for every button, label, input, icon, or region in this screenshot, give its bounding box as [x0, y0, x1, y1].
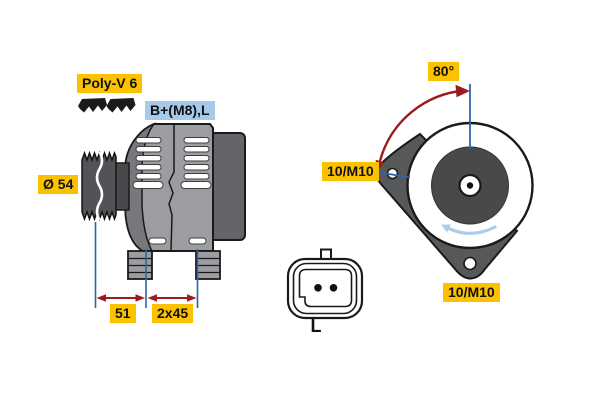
rotation-arrow-icon — [441, 224, 497, 235]
upper-mount-label: 10/M10 — [322, 162, 379, 181]
lower-mount-label: 10/M10 — [443, 283, 500, 302]
belt-type-label: Poly-V 6 — [77, 74, 143, 93]
alternator-side-view — [81, 122, 246, 280]
swing-angle-label: 80° — [428, 62, 460, 81]
connector-pin-1 — [314, 284, 322, 292]
belt-profile-icon — [78, 98, 136, 113]
dimension-arrow-icon — [96, 294, 197, 302]
pulley-diameter-label: Ø 54 — [38, 175, 79, 194]
connector-diagram — [286, 248, 364, 320]
alternator-rear-view — [374, 84, 534, 280]
pulley-break-line — [95, 151, 104, 221]
lower-mount-hole — [463, 256, 477, 271]
dimension-lines — [94, 222, 199, 308]
terminal-label: B+(M8),L — [145, 101, 215, 120]
parting-line — [168, 124, 175, 252]
connector-inner-shell — [292, 262, 358, 315]
dimension-label-2x45: 2x45 — [152, 304, 194, 323]
dimension-label-51: 51 — [110, 304, 136, 323]
connector-pin-label: L — [310, 316, 322, 336]
ear-reference-line — [376, 171, 411, 179]
connector-pin-2 — [329, 284, 338, 292]
shaft-center-dot — [466, 182, 474, 189]
mounting-feet — [127, 250, 221, 280]
connector-keyway — [298, 268, 353, 308]
vent-slots — [132, 137, 212, 245]
